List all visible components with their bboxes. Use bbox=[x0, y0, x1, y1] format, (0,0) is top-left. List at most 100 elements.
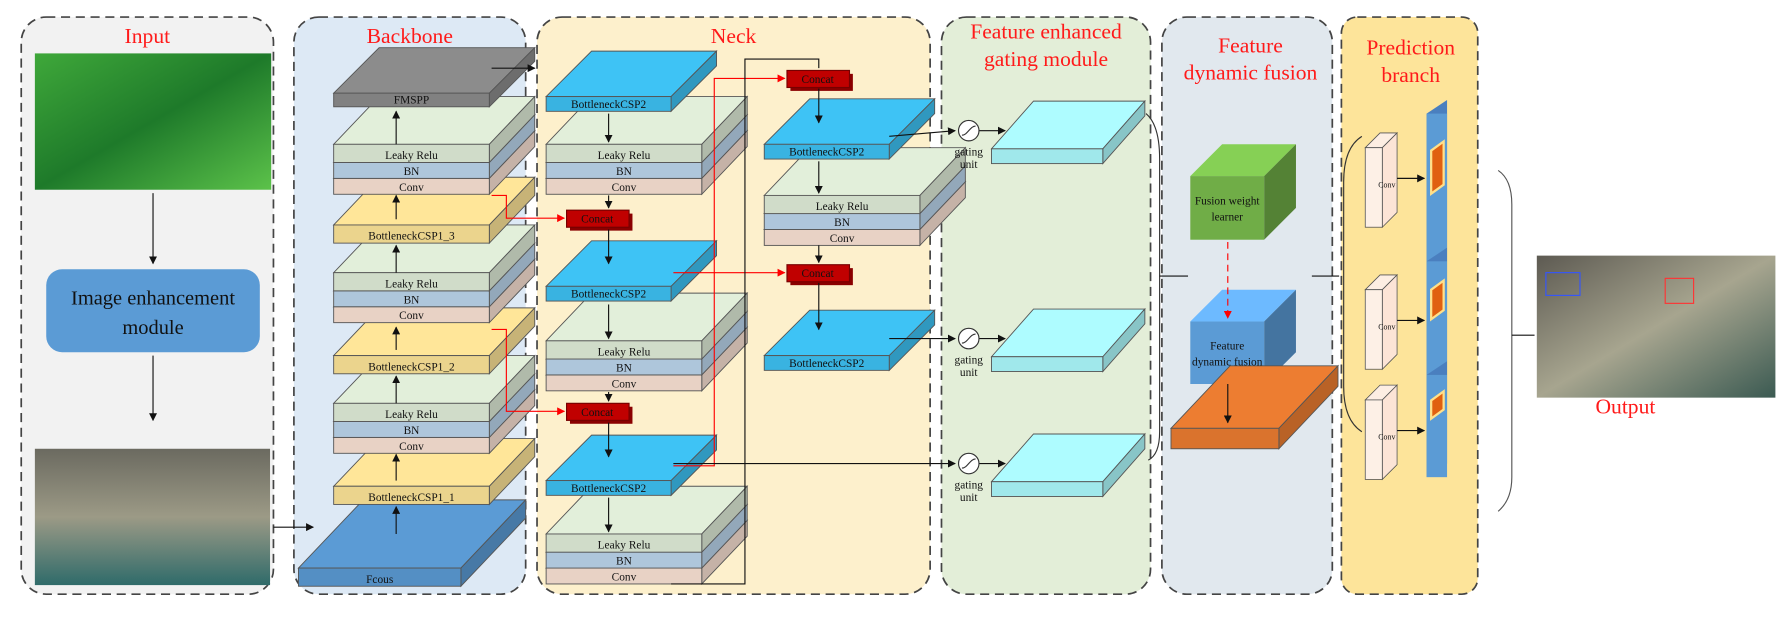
neck-layers-4-leaky-relu-label: Leaky Relu bbox=[816, 201, 869, 213]
enhanced-image bbox=[34, 448, 271, 586]
enhancement-label-line2: module bbox=[122, 317, 183, 339]
neck-csp2-2-label: BottleneckCSP2 bbox=[571, 289, 646, 301]
gating-unit-label-line1: gating bbox=[955, 480, 984, 492]
neck-csp2-2: BottleneckCSP2 bbox=[545, 239, 718, 303]
detection-box bbox=[1664, 277, 1695, 304]
neck-layers-2-leaky-relu: Leaky Relu bbox=[545, 291, 749, 361]
backbone-layers-1-leaky-relu: Leaky Relu bbox=[332, 95, 536, 164]
prediction-split-bracket bbox=[1343, 135, 1363, 433]
enhancement-label-line1: Image enhancement bbox=[71, 287, 235, 309]
enhanced-feature-map-1 bbox=[990, 99, 1146, 165]
detection-box bbox=[1545, 272, 1581, 296]
prediction-title-line1: Prediction bbox=[1366, 36, 1455, 60]
neck-csp2-4: BottleneckCSP2 bbox=[763, 97, 936, 161]
output-bracket bbox=[1497, 169, 1513, 512]
backbone-layers-3-bn-label: BN bbox=[404, 425, 420, 437]
csp2-2-to-concat bbox=[673, 74, 786, 274]
backbone-layers-3-conv-label: Conv bbox=[399, 441, 424, 453]
neck-csp2-1-front bbox=[545, 96, 672, 112]
backbone-layers-3-leaky-relu-label: Leaky Relu bbox=[385, 409, 438, 421]
csp2-3-to-concat bbox=[673, 268, 786, 467]
focus-layer-label: Fcous bbox=[366, 574, 394, 586]
sigmoid-curve bbox=[961, 458, 976, 469]
neck-layers-2-conv-label: Conv bbox=[612, 378, 637, 390]
neck-layers-3-bn-label: BN bbox=[616, 556, 632, 568]
neck-layers-3-leaky-relu-label: Leaky Relu bbox=[598, 540, 651, 552]
fusion-weight-learner-label-line2: learner bbox=[1211, 211, 1243, 223]
neck-layers-1-leaky-relu-front bbox=[545, 143, 703, 163]
neck-concat-1-box bbox=[566, 209, 630, 228]
neck-concat-4-label: Concat bbox=[802, 268, 835, 280]
neck-csp2-3-label: BottleneckCSP2 bbox=[571, 483, 646, 495]
fmspp-layer-front bbox=[333, 92, 490, 108]
bottleneck-csp1-1-label: BottleneckCSP1_1 bbox=[368, 492, 454, 504]
fusion-title-line2: dynamic fusion bbox=[1184, 61, 1318, 85]
enhanced-feature-map-2 bbox=[990, 307, 1146, 373]
enhanced-feature-map-3 bbox=[990, 432, 1146, 498]
fusion-weight-learner-top bbox=[1190, 144, 1296, 177]
enhanced-feature-map-1-front bbox=[991, 148, 1104, 165]
conv-label: Conv bbox=[1378, 322, 1395, 331]
neck-layers-2-bn-label: BN bbox=[616, 363, 632, 375]
neck-concat-1: Concat bbox=[566, 209, 633, 231]
backbone-title: Backbone bbox=[367, 24, 453, 48]
output-title: Output bbox=[1595, 395, 1655, 419]
neck-layers-3-leaky-relu-front bbox=[545, 533, 703, 553]
sigmoid-curve bbox=[961, 333, 976, 344]
gating-merge-bracket bbox=[1145, 113, 1161, 461]
focus-layer: Fcous bbox=[297, 498, 527, 588]
sigmoid-curve bbox=[961, 125, 976, 136]
gating-unit-label-line1: gating bbox=[955, 355, 984, 367]
panel-prediction bbox=[1340, 16, 1479, 596]
enhanced-feature-map-2-front bbox=[991, 356, 1104, 372]
feature-dynamic-fusion-block-label-line1: Feature bbox=[1210, 340, 1244, 352]
neck-layers-2-leaky-relu-label: Leaky Relu bbox=[598, 347, 651, 359]
prediction-head-1: Conv bbox=[1364, 99, 1448, 262]
detection-anchor bbox=[1430, 278, 1445, 322]
conv-front bbox=[1364, 399, 1383, 480]
fusion-title-line1: Feature bbox=[1218, 33, 1283, 57]
fmspp-loop-line bbox=[671, 58, 820, 585]
bottleneck-csp1-3-front bbox=[333, 224, 490, 244]
prediction-head-3: Conv bbox=[1364, 361, 1448, 481]
backbone-layers-1-bn-label: BN bbox=[404, 166, 420, 178]
neck-layers-1-leaky-relu-label: Leaky Relu bbox=[598, 150, 651, 162]
bottleneck-csp1-1-front bbox=[333, 485, 490, 505]
backbone-layers-2-leaky-relu-front bbox=[333, 272, 490, 292]
neck-csp2-3-front bbox=[545, 480, 672, 496]
fmspp-layer-label: FMSPP bbox=[394, 94, 429, 106]
conv-label: Conv bbox=[1378, 180, 1395, 189]
backbone-layers-1-leaky-relu-front bbox=[333, 143, 490, 163]
feature-dynamic-fusion-block-label-line2: dynamic fusion bbox=[1192, 356, 1263, 368]
neck-concat-4: Concat bbox=[786, 264, 853, 286]
csp1-2-to-concat bbox=[491, 328, 566, 416]
neck-title: Neck bbox=[711, 24, 757, 48]
bottleneck-csp1-2-front bbox=[333, 355, 490, 375]
neck-layers-2-leaky-relu-front bbox=[545, 340, 703, 360]
neck-csp2-5-label: BottleneckCSP2 bbox=[789, 358, 864, 370]
fusion-weight-learner-label-line1: Fusion weight bbox=[1195, 196, 1261, 208]
gating-unit-label-line2: unit bbox=[960, 159, 979, 171]
neck-layers-4-conv-label: Conv bbox=[830, 233, 855, 245]
neck-csp2-4-label: BottleneckCSP2 bbox=[789, 147, 864, 159]
conv-front bbox=[1364, 289, 1383, 370]
fusion-weight-learner-front bbox=[1190, 176, 1265, 240]
neck-layers-1-bn-label: BN bbox=[616, 166, 632, 178]
bottleneck-csp1-2-label: BottleneckCSP1_2 bbox=[368, 361, 455, 373]
neck-layers-4-leaky-relu-front bbox=[763, 194, 921, 215]
image-enhancement-module bbox=[46, 269, 260, 353]
neck-csp2-1-label: BottleneckCSP2 bbox=[571, 99, 646, 111]
gating-unit-label-line1: gating bbox=[955, 147, 984, 159]
backbone-layers-3-leaky-relu-front bbox=[333, 402, 490, 422]
input-title: Input bbox=[125, 24, 171, 48]
neck-concat-3-box bbox=[786, 69, 851, 89]
output-detection-image bbox=[1536, 255, 1776, 398]
neck-layers-4-leaky-relu: Leaky Relu bbox=[763, 146, 967, 215]
neck-layers-4-bn-label: BN bbox=[834, 217, 850, 229]
gating-title-line2: gating module bbox=[984, 47, 1108, 71]
neck-concat-2-label: Concat bbox=[581, 407, 614, 419]
neck-csp2-5: BottleneckCSP2 bbox=[763, 309, 936, 372]
conv-label: Conv bbox=[1378, 433, 1395, 442]
